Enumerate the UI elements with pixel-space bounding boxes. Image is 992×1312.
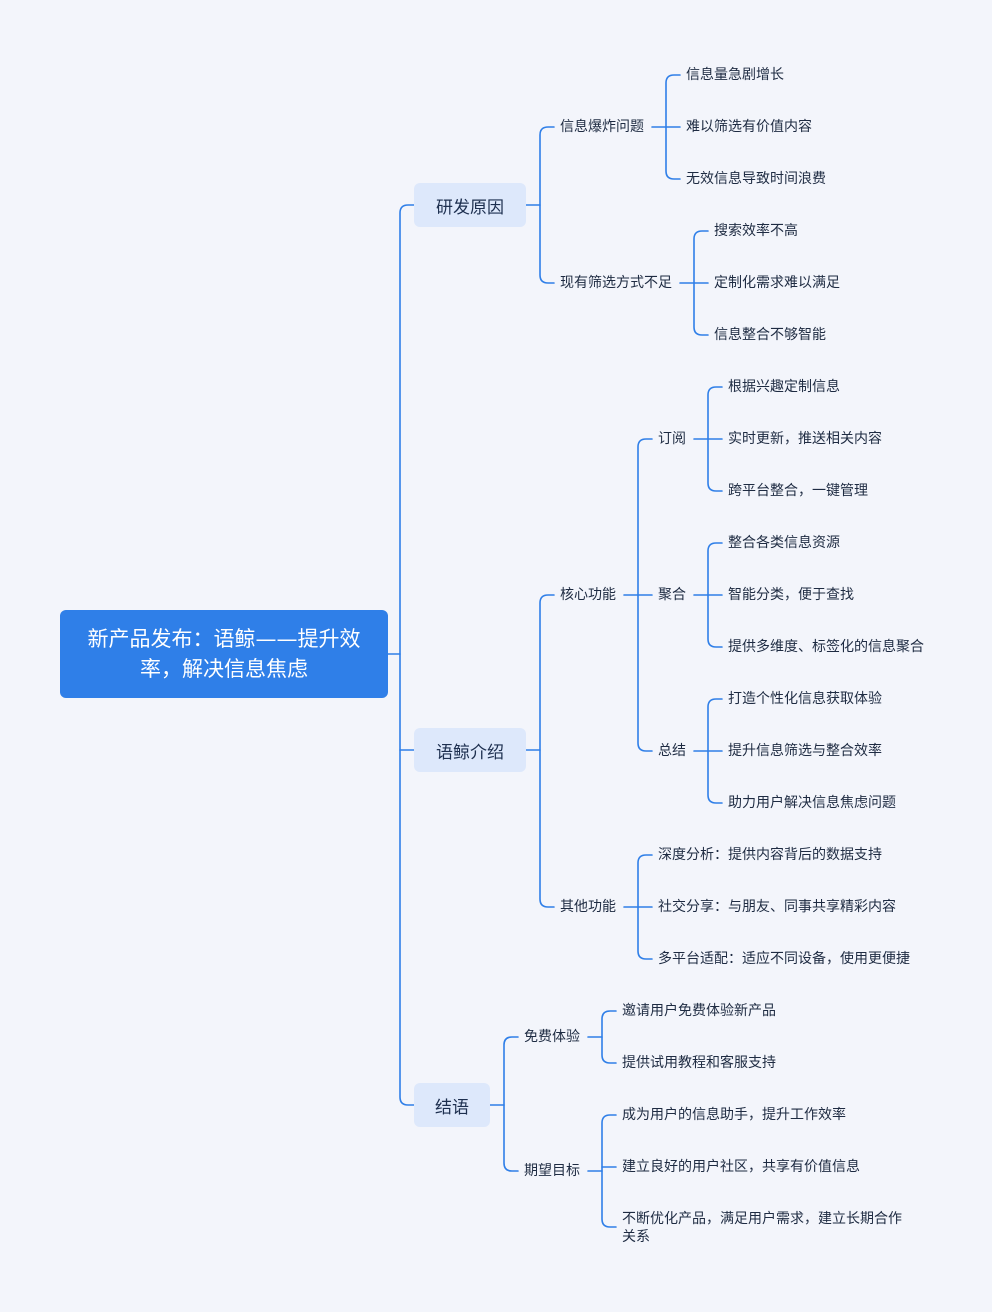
leaf-topic[interactable]: 无效信息导致时间浪费	[686, 171, 826, 187]
topic-aggregate[interactable]: 聚合	[658, 587, 686, 603]
leaf-topic[interactable]: 根据兴趣定制信息	[728, 379, 840, 395]
branch-yujing-intro[interactable]: 语鲸介绍	[414, 728, 526, 772]
topic-expected-goals[interactable]: 期望目标	[524, 1163, 580, 1179]
topic-free-trial[interactable]: 免费体验	[524, 1029, 580, 1045]
leaf-topic[interactable]: 信息整合不够智能	[714, 327, 826, 343]
leaf-topic[interactable]: 社交分享：与朋友、同事共享精彩内容	[658, 899, 896, 915]
topic-subscribe[interactable]: 订阅	[658, 431, 686, 447]
leaf-topic[interactable]: 定制化需求难以满足	[714, 275, 840, 291]
topic-filter-insufficient[interactable]: 现有筛选方式不足	[560, 275, 672, 291]
topic-info-explosion[interactable]: 信息爆炸问题	[560, 119, 644, 135]
branch-research-reason[interactable]: 研发原因	[414, 183, 526, 227]
leaf-topic[interactable]: 搜索效率不高	[714, 223, 798, 239]
leaf-topic[interactable]: 跨平台整合，一键管理	[728, 483, 868, 499]
topic-summary[interactable]: 总结	[658, 743, 686, 759]
leaf-topic[interactable]: 提升信息筛选与整合效率	[728, 743, 882, 759]
leaf-topic[interactable]: 成为用户的信息助手，提升工作效率	[622, 1107, 846, 1123]
leaf-topic[interactable]: 整合各类信息资源	[728, 535, 840, 551]
leaf-topic[interactable]: 信息量急剧增长	[686, 67, 784, 83]
leaf-topic[interactable]: 不断优化产品，满足用户需求，建立长期合作关系	[622, 1211, 902, 1245]
topic-other-features[interactable]: 其他功能	[560, 899, 616, 915]
leaf-topic[interactable]: 助力用户解决信息焦虑问题	[728, 795, 896, 811]
leaf-topic[interactable]: 打造个性化信息获取体验	[728, 691, 882, 707]
leaf-topic[interactable]: 邀请用户免费体验新产品	[622, 1003, 776, 1019]
leaf-topic[interactable]: 建立良好的用户社区，共享有价值信息	[622, 1159, 860, 1175]
leaf-topic[interactable]: 难以筛选有价值内容	[686, 119, 812, 135]
branch-conclusion[interactable]: 结语	[414, 1083, 490, 1127]
leaf-topic[interactable]: 提供试用教程和客服支持	[622, 1055, 776, 1071]
leaf-topic[interactable]: 深度分析：提供内容背后的数据支持	[658, 847, 882, 863]
leaf-topic[interactable]: 实时更新，推送相关内容	[728, 431, 882, 447]
leaf-topic[interactable]: 智能分类，便于查找	[728, 587, 854, 603]
leaf-topic[interactable]: 多平台适配：适应不同设备，使用更便捷	[658, 951, 910, 967]
leaf-topic[interactable]: 提供多维度、标签化的信息聚合	[728, 639, 924, 655]
topic-core-features[interactable]: 核心功能	[560, 587, 616, 603]
root-topic[interactable]: 新产品发布：语鲸——提升效率，解决信息焦虑	[60, 610, 388, 698]
